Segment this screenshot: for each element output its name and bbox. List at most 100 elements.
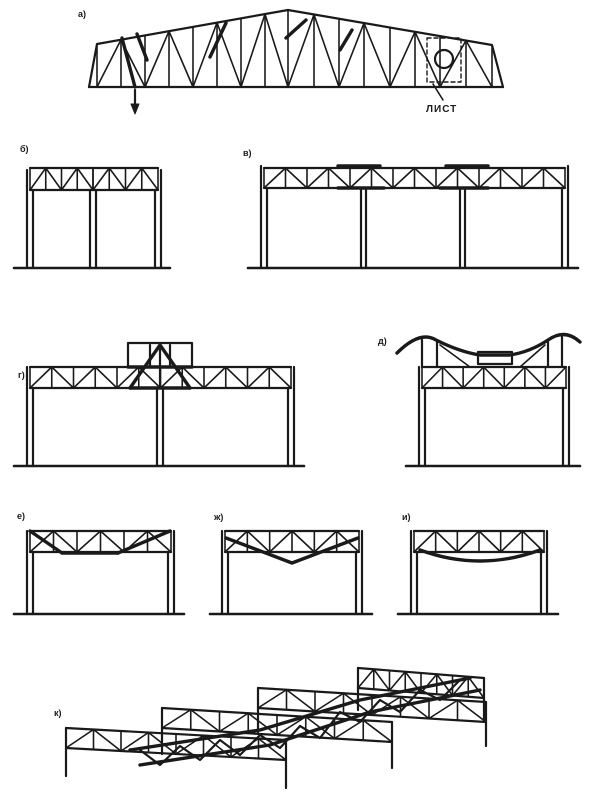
diagonal-member bbox=[363, 22, 391, 88]
diagonal-member bbox=[218, 712, 250, 733]
diagonal-member bbox=[108, 167, 127, 191]
diagonal-member bbox=[285, 688, 316, 713]
diagram-d-butterfly-roof: д) bbox=[378, 332, 582, 468]
sheet-callout: ЛИСТ bbox=[426, 104, 457, 115]
valley-box bbox=[476, 350, 514, 366]
diagonal-member bbox=[240, 13, 266, 88]
truss bbox=[412, 529, 546, 554]
diagram-a-gable-truss: а) ЛИСТ bbox=[78, 8, 505, 115]
diagonal-member bbox=[428, 699, 459, 720]
label-i: и) bbox=[402, 512, 411, 522]
sheet-leader-line bbox=[432, 83, 444, 101]
diagram-k-spatial-system: к) bbox=[54, 666, 488, 790]
diagonal-member bbox=[413, 530, 437, 553]
diagram-b-two-span-frame: б) bbox=[12, 144, 172, 270]
diagonal-member bbox=[192, 21, 218, 88]
diagonal-member bbox=[327, 167, 351, 189]
diagonal-member bbox=[456, 530, 480, 553]
diagonal-member bbox=[276, 715, 307, 736]
diagonal-member bbox=[388, 670, 407, 692]
diagonal-member bbox=[44, 167, 63, 191]
diagonal-member bbox=[362, 719, 393, 743]
diagonal-member bbox=[499, 530, 524, 553]
truss-span-2 bbox=[91, 166, 160, 192]
diagonal-member bbox=[168, 30, 194, 88]
diagonal-member bbox=[140, 167, 159, 191]
roof-strut bbox=[439, 344, 471, 368]
diagonal-member bbox=[92, 728, 122, 752]
diagonal-member bbox=[29, 530, 55, 553]
diagonal-member bbox=[96, 38, 122, 88]
label-zh: ж) bbox=[213, 512, 223, 522]
load-arrow-head bbox=[130, 103, 140, 115]
polygonal-bottom-chord bbox=[224, 536, 360, 565]
label-a: а) bbox=[78, 9, 86, 19]
diagonal-member bbox=[247, 712, 278, 736]
diagonal-member bbox=[542, 167, 566, 189]
diagonal-member bbox=[456, 167, 480, 189]
removed-member-mark bbox=[135, 32, 149, 62]
diagonal-member bbox=[313, 13, 340, 88]
removed-member-mark bbox=[284, 18, 308, 40]
diagonal-member bbox=[503, 366, 526, 389]
diagonal-member bbox=[439, 39, 467, 88]
sheet-hole bbox=[433, 48, 455, 70]
diagonal-member bbox=[246, 366, 271, 389]
diagonal-member bbox=[392, 167, 416, 189]
diagonal-member bbox=[72, 366, 97, 389]
diagonal-member bbox=[120, 731, 150, 752]
diagonal-member bbox=[29, 366, 53, 389]
diagonal-member bbox=[338, 22, 365, 88]
diagonal-member bbox=[291, 530, 316, 553]
diagonal-member bbox=[246, 530, 271, 553]
truss-span-1 bbox=[28, 166, 95, 192]
diagonal-member bbox=[29, 167, 47, 191]
diagonal-member bbox=[333, 719, 365, 740]
diagonal-member bbox=[524, 366, 547, 389]
diagonal-member bbox=[435, 167, 459, 189]
diagonal-member bbox=[434, 530, 459, 553]
diagonal-member bbox=[268, 366, 292, 389]
diagonal-member bbox=[370, 167, 394, 189]
truss bbox=[223, 529, 361, 554]
butterfly-roof-line bbox=[395, 332, 582, 357]
reinforced-member bbox=[28, 529, 64, 555]
removed-member-mark bbox=[338, 28, 354, 52]
diagram-v-three-span-frame: в) bbox=[243, 148, 580, 270]
longitudinal-chord bbox=[128, 676, 472, 752]
diagonal-member bbox=[116, 366, 140, 389]
diagonal-member bbox=[92, 167, 111, 191]
diagonal-member bbox=[521, 167, 545, 189]
diagonal-member bbox=[124, 167, 143, 191]
removed-member-mark bbox=[208, 21, 228, 59]
diagonal-member bbox=[420, 673, 438, 694]
diagonal-member bbox=[99, 530, 125, 553]
sheet-plate-outline bbox=[426, 37, 462, 83]
label-g: г) bbox=[18, 370, 25, 380]
roof-strut bbox=[519, 344, 546, 368]
diagonal-member bbox=[257, 737, 287, 761]
curved-bottom-chord bbox=[418, 548, 542, 563]
diagonal-member bbox=[478, 530, 502, 553]
diagonal-member bbox=[499, 167, 523, 189]
diagonal-member bbox=[94, 366, 118, 389]
label-d: д) bbox=[378, 336, 387, 346]
diagram-i-frame: и) bbox=[396, 512, 560, 616]
diagram-g-frame-with-lantern: г) bbox=[12, 341, 306, 468]
diagonal-member bbox=[284, 167, 308, 189]
diagonal-member bbox=[467, 675, 485, 699]
removed-member-mark bbox=[120, 36, 137, 89]
label-k: к) bbox=[54, 708, 62, 718]
longitudinal-web bbox=[138, 678, 462, 767]
diagram-e-frame: е) bbox=[12, 511, 186, 616]
diagonal-member bbox=[50, 366, 75, 389]
diagonal-member bbox=[268, 530, 293, 553]
diagonal-member bbox=[189, 708, 221, 733]
diagonal-member bbox=[60, 167, 79, 191]
label-v: в) bbox=[243, 148, 252, 158]
diagonal-member bbox=[478, 167, 502, 189]
continuous-truss bbox=[262, 166, 567, 190]
diagonal-member bbox=[76, 530, 102, 553]
label-e: е) bbox=[17, 511, 25, 521]
diagonal-member bbox=[264, 13, 289, 88]
